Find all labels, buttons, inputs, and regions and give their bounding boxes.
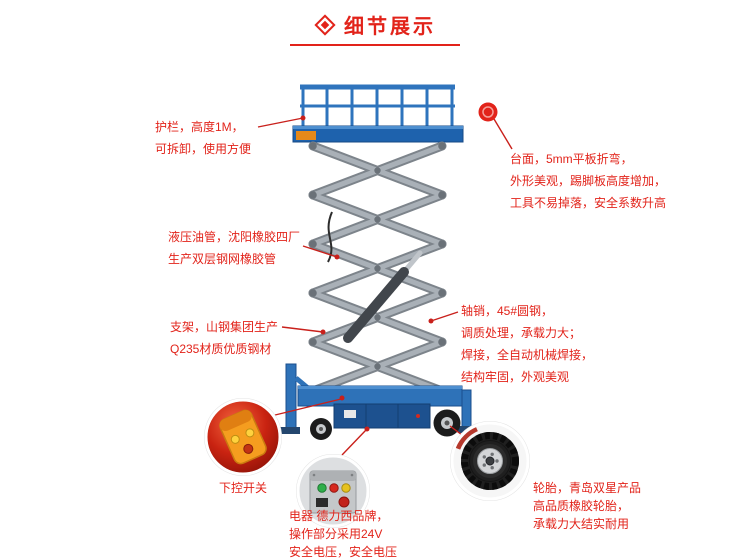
callout-platform-line: 工具不易掉落，安全系数升高 xyxy=(510,196,667,210)
callout-tire-line: 承载力大结实耐用 xyxy=(533,517,630,531)
leader-lines xyxy=(257,115,513,456)
callout-pin-line: 焊接，全自动机械焊接， xyxy=(461,348,594,362)
callout-tire-line: 高品质橡胶轮胎， xyxy=(533,499,630,513)
callout-guardrail: 护栏，高度1M， 可拆卸，使用方便 xyxy=(155,116,251,160)
platform-deck xyxy=(292,125,464,143)
remote-control xyxy=(219,409,267,465)
callout-frame-line: Q235材质优质钢材 xyxy=(170,342,272,356)
callout-electric-line: 操作部分采用24V xyxy=(289,527,383,541)
callout-hose-line: 生产双层钢网橡胶管 xyxy=(168,252,277,266)
callout-tire: 轮胎，青岛双星产品 高品质橡胶轮胎， 承载力大结实耐用 xyxy=(533,479,641,533)
callout-platform-line: 外形美观，踢脚板高度增加， xyxy=(510,174,667,188)
callout-electric-line: 电器 德力西品牌， xyxy=(289,509,389,523)
guardrail xyxy=(300,84,455,128)
hydraulic-cylinder xyxy=(327,211,423,343)
scissor-lift xyxy=(280,84,476,440)
callout-platform-line: 台面，5mm平板折弯， xyxy=(510,152,633,166)
callout-pin-line: 轴销，45#圆钢， xyxy=(461,304,554,318)
tire-inset-photo xyxy=(450,421,530,501)
callout-pin-line: 结构牢固，外观美观 xyxy=(461,370,570,384)
remote-inset-photo xyxy=(204,398,282,476)
callout-hose-line: 液压油管，沈阳橡胶四厂 xyxy=(168,230,301,244)
tire xyxy=(461,432,519,490)
callout-tire-line: 轮胎，青岛双星产品 xyxy=(533,481,642,495)
callout-pin: 轴销，45#圆钢， 调质处理，承载力大； 焊接，全自动机械焊接， 结构牢固，外观… xyxy=(461,300,593,388)
callout-frame: 支架，山钢集团生产 Q235材质优质钢材 xyxy=(170,316,278,360)
control-panel xyxy=(309,470,357,514)
electric-inset-photo xyxy=(296,454,370,528)
callout-remote-label: 下控开关 xyxy=(218,481,267,495)
detail-badge-icon xyxy=(478,102,498,122)
callout-guardrail-line: 护栏，高度1M， xyxy=(155,120,244,134)
callout-guardrail-line: 可拆卸，使用方便 xyxy=(155,142,252,156)
hydraulic-hose xyxy=(327,211,333,263)
callout-platform: 台面，5mm平板折弯， 外形美观，踢脚板高度增加， 工具不易掉落，安全系数升高 xyxy=(510,148,666,214)
header-underline xyxy=(290,44,460,46)
callout-hose: 液压油管，沈阳橡胶四厂 生产双层钢网橡胶管 xyxy=(168,226,300,270)
callout-frame-line: 支架，山钢集团生产 xyxy=(170,320,279,334)
section-header: 细节展示 xyxy=(0,10,750,39)
callout-electric: 电器 德力西品牌， 操作部分采用24V 安全电压，安全电压 xyxy=(289,507,397,560)
callout-pin-line: 调质处理，承载力大； xyxy=(461,326,582,340)
callout-electric-line: 安全电压，安全电压 xyxy=(289,545,398,559)
base-chassis xyxy=(280,363,476,440)
scissor-arms xyxy=(308,141,447,396)
diamond-icon xyxy=(314,13,336,36)
section-title: 细节展示 xyxy=(344,16,436,38)
